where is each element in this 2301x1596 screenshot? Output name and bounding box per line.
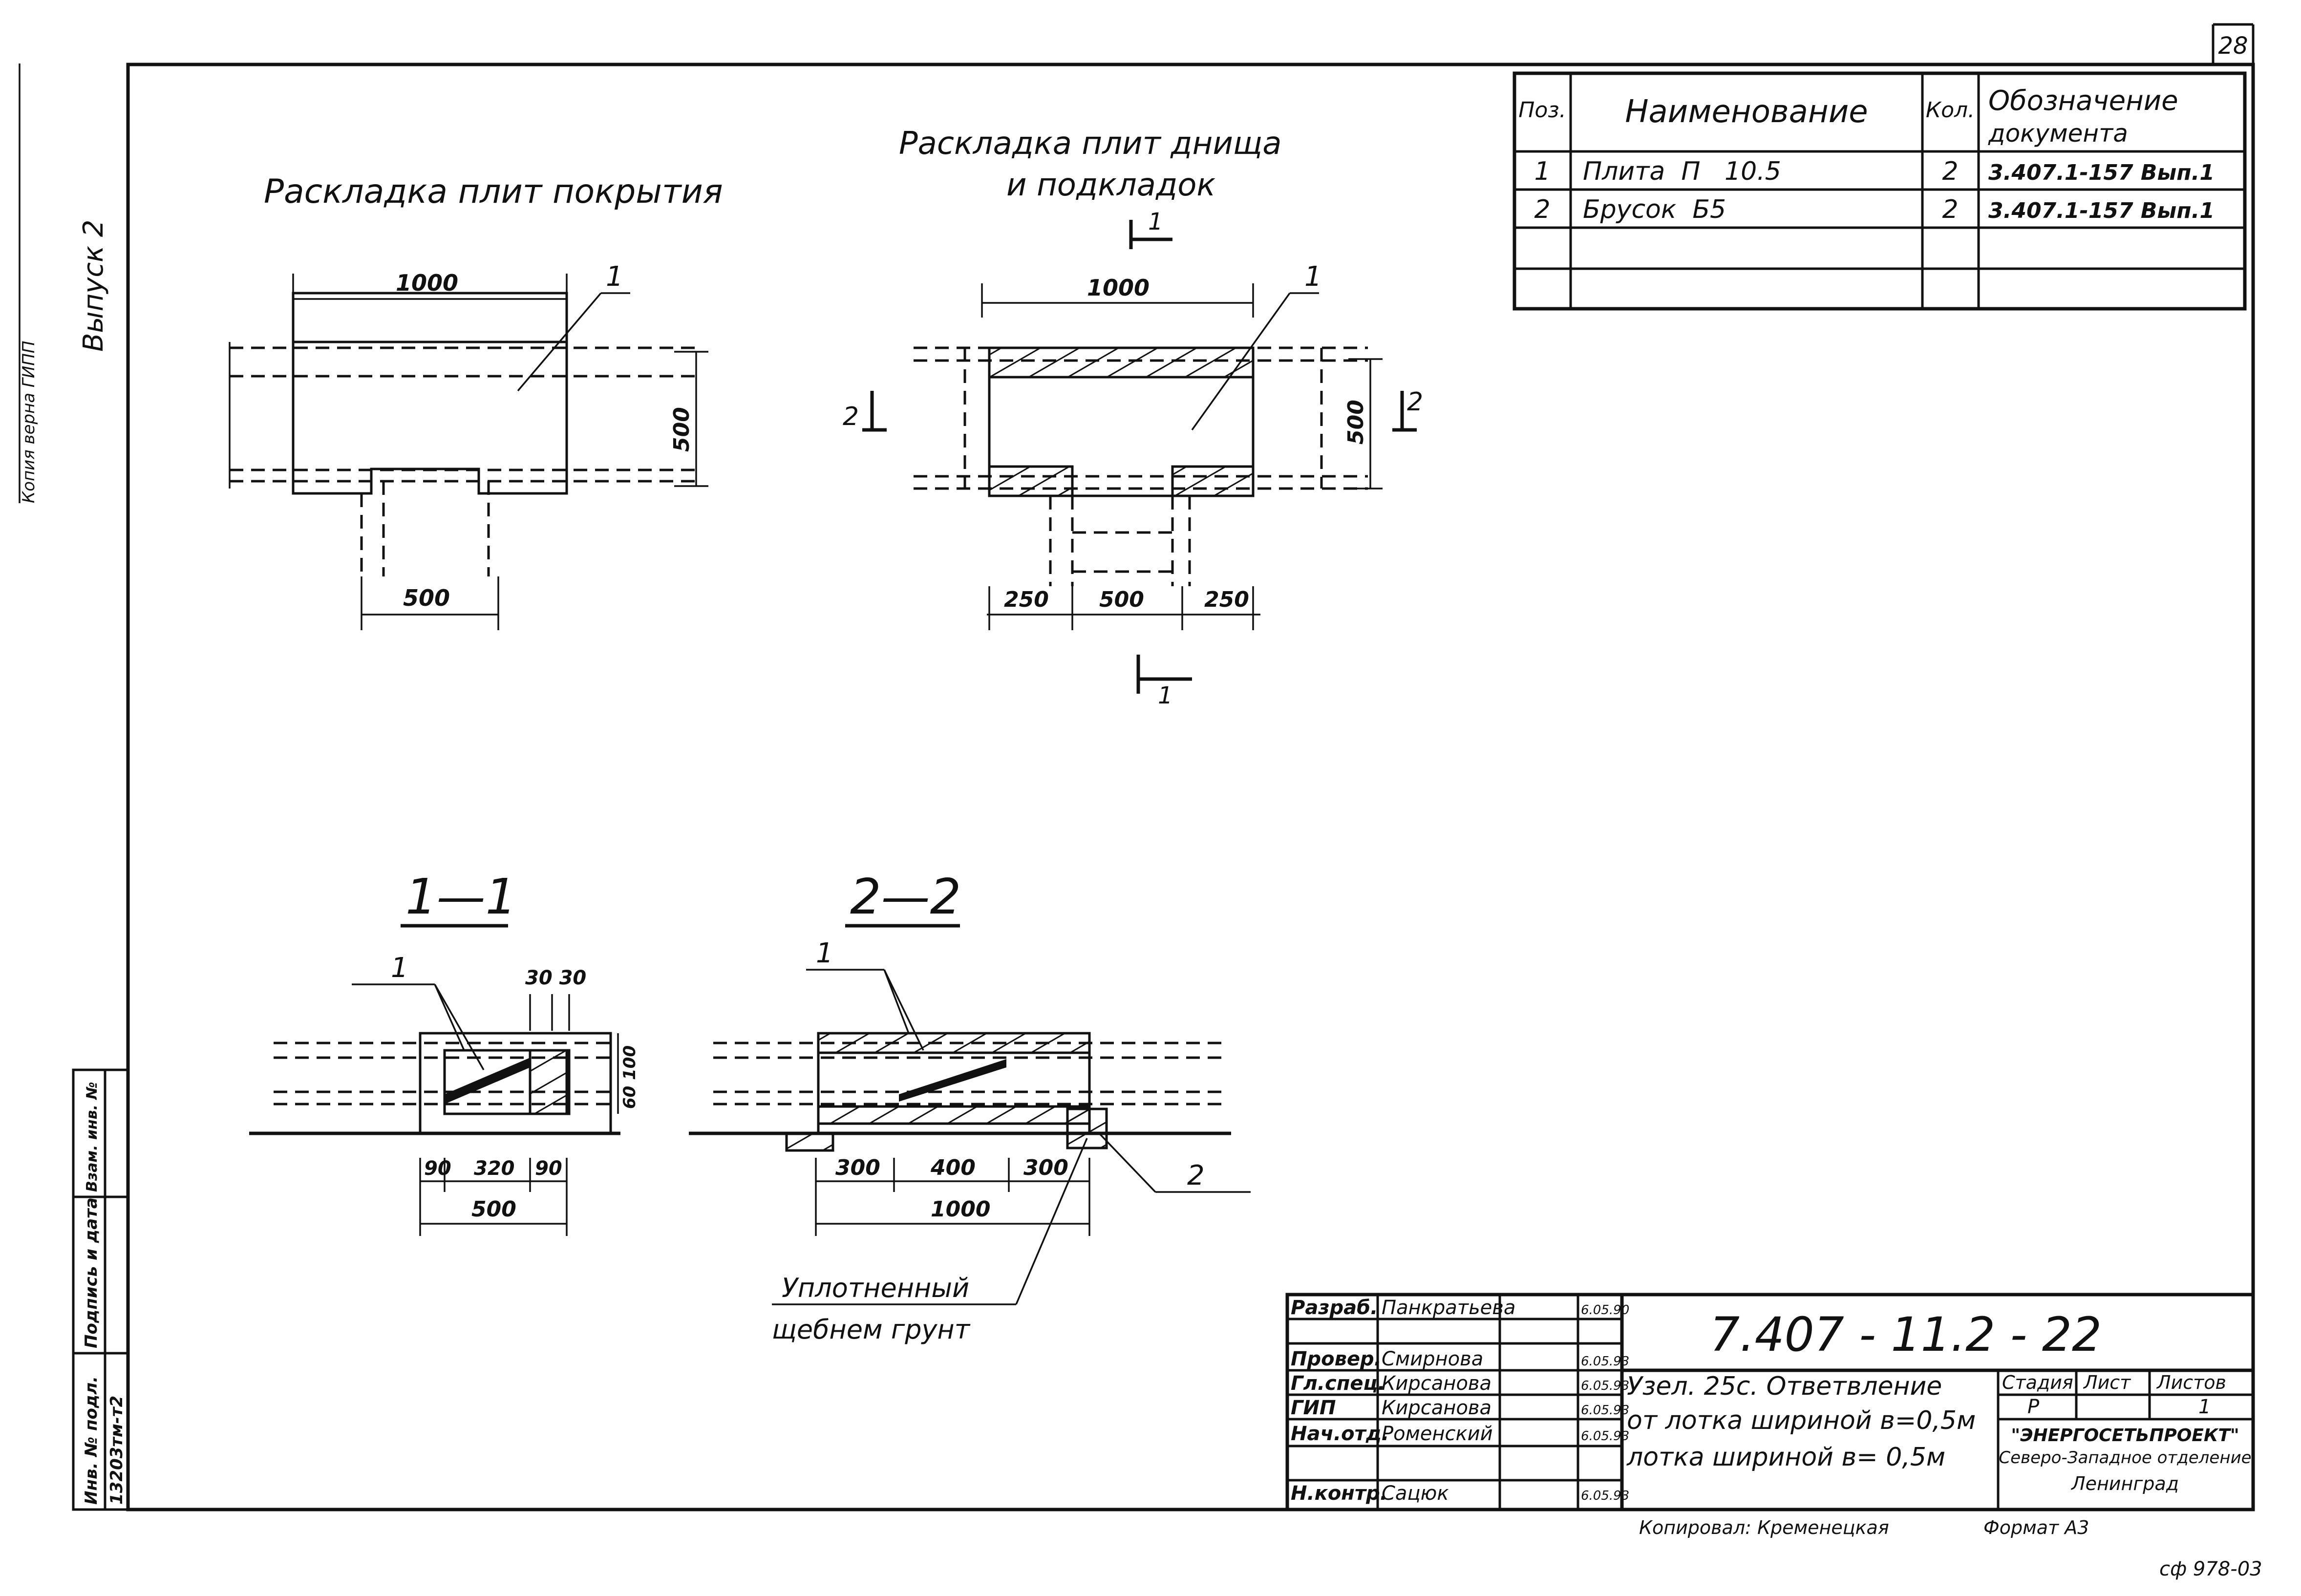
- role-4-name: Кирсанова: [1382, 1397, 1491, 1419]
- table-row-2-doc: 3.407.1-157 Вып.1: [1988, 198, 2215, 223]
- table-row-1-qty: 2: [1942, 157, 1958, 186]
- stage-label: Стадия: [2002, 1372, 2073, 1393]
- section-1-dim-a: 90: [424, 1157, 451, 1180]
- format-label: Формат А3: [1983, 1517, 2089, 1538]
- table-row-2-pos: 2: [1534, 195, 1550, 224]
- section-1-1: 1—1 1 30 30 60 100 90 320: [249, 868, 639, 1236]
- role-2-name: Смирнова: [1382, 1348, 1483, 1370]
- org-line-3: Ленинград: [2070, 1473, 2179, 1494]
- description-1: Узел. 25с. Ответвление: [1627, 1372, 1942, 1401]
- role-3-date: 6.05.93: [1581, 1379, 1629, 1393]
- section-2-title: 2—2: [850, 868, 961, 925]
- section-2-leader-1: 1: [816, 937, 833, 969]
- role-6-name: Сацюк: [1382, 1482, 1449, 1505]
- bottom-cut-2-left: 2: [843, 402, 859, 431]
- role-3-name: Кирсанова: [1382, 1372, 1491, 1395]
- cover-dim-branch: 500: [403, 585, 450, 611]
- col-pos-header: Поз.: [1518, 98, 1566, 123]
- section-1-title: 1—1: [405, 868, 516, 925]
- role-5-name: Роменский: [1382, 1423, 1493, 1445]
- section-2-leader-2: 2: [1187, 1160, 1205, 1192]
- org-line-2: Северо-Западное отделение: [1999, 1448, 2251, 1468]
- table-row-2-name: Брусок Б5: [1583, 195, 1726, 224]
- bottom-dim-height: 500: [1343, 400, 1368, 445]
- copied-by: Копировал: Кременецкая: [1639, 1517, 1889, 1538]
- stage-value: Р: [2027, 1396, 2040, 1418]
- description-3: лотка шириной в= 0,5м: [1626, 1443, 1945, 1472]
- role-5-date: 6.05.93: [1581, 1429, 1629, 1444]
- spec-table: Поз. Наименование Кол. Обозначение докум…: [1513, 71, 2247, 311]
- section-2-dim-b: 400: [930, 1155, 976, 1180]
- corner-code: сф 978-03: [2159, 1558, 2262, 1580]
- role-1-date: 6.05.90: [1581, 1303, 1629, 1318]
- bottom-leader-label: 1: [1304, 261, 1322, 293]
- cover-view-title: Раскладка плит покрытия: [264, 172, 723, 211]
- bottom-cut-1-bottom: 1: [1158, 682, 1173, 709]
- role-5: Нач.отд.: [1291, 1423, 1389, 1445]
- sheets-value: 1: [2198, 1396, 2211, 1418]
- section-1-dim-side: 60 100: [620, 1045, 639, 1109]
- section-1-dim-c: 90: [535, 1157, 562, 1180]
- role-6: Н.контр.: [1291, 1482, 1387, 1505]
- bottom-view-title-2: и подкладок: [1006, 167, 1215, 203]
- section-2-2: 2—2 1 2 300 400 300 1000: [689, 868, 1251, 1345]
- drawing-code: 7.407 - 11.2 - 22: [1710, 1307, 2102, 1362]
- bottom-cut-2-right: 2: [1407, 387, 1423, 417]
- cover-leader-label: 1: [606, 261, 623, 293]
- role-3: Гл.спец.: [1291, 1372, 1385, 1395]
- bottom-dim-right: 250: [1204, 587, 1249, 612]
- table-row-1-doc: 3.407.1-157 Вып.1: [1988, 160, 2215, 185]
- section-2-dim-total: 1000: [931, 1197, 990, 1222]
- title-block: Разраб. Панкратьева 6.05.90 Провер. Смир…: [1285, 1293, 2255, 1511]
- bottom-cut-1-top: 1: [1148, 208, 1163, 235]
- section-1-leader: 1: [391, 952, 408, 984]
- table-row-1-name: Плита П 10.5: [1583, 157, 1781, 186]
- role-2-date: 6.05.93: [1581, 1354, 1629, 1369]
- section-1-dim-b: 320: [474, 1157, 515, 1180]
- description-2: от лотка шириной в=0,5м: [1627, 1406, 1976, 1435]
- field-sign-date: Подпись и дата: [82, 1197, 101, 1348]
- section-2-dim-a: 300: [835, 1155, 880, 1180]
- inv-number: 13203тм-т2: [107, 1396, 127, 1505]
- cover-dim-width: 1000: [396, 270, 458, 296]
- left-margin: Выпуск 2 Копия верна ГИПП Инв. № подл. П…: [19, 64, 129, 1511]
- sheet-number: 28: [2218, 32, 2248, 60]
- role-4-date: 6.05.93: [1581, 1403, 1629, 1418]
- table-row-1-pos: 1: [1534, 157, 1550, 186]
- col-doc-header-1: Обозначение: [1988, 85, 2178, 117]
- col-qty-header: Кол.: [1926, 98, 1975, 123]
- section-1-dim-total: 500: [471, 1197, 516, 1222]
- section-1-dim-top: 30 30: [525, 967, 586, 989]
- section-2-dim-c: 300: [1023, 1155, 1068, 1180]
- sheets-label: Листов: [2156, 1372, 2226, 1393]
- col-doc-header-2: документа: [1988, 119, 2128, 148]
- role-1-name: Панкратьева: [1382, 1297, 1515, 1319]
- section-2-note-1: Уплотненный: [782, 1273, 969, 1303]
- field-replace-inv: Взам. инв. №: [84, 1082, 101, 1192]
- bottom-dim-left: 250: [1004, 587, 1049, 612]
- field-inv-orig: Инв. № подл.: [82, 1376, 101, 1505]
- org-line-1: "ЭНЕРГОСЕТЬПРОЕКТ": [2011, 1426, 2239, 1446]
- issue-label: Выпуск 2: [78, 220, 109, 352]
- role-6-date: 6.05.93: [1581, 1489, 1629, 1503]
- bottom-dim-mid: 500: [1099, 587, 1144, 612]
- role-1: Разраб.: [1291, 1297, 1378, 1319]
- table-row-2-qty: 2: [1942, 195, 1958, 224]
- cover-plates-view: Раскладка плит покрытия 1000 500 500 1: [229, 172, 723, 630]
- cover-dim-height: 500: [669, 407, 694, 452]
- bottom-dim-width: 1000: [1087, 275, 1150, 301]
- role-2: Провер.: [1291, 1348, 1382, 1370]
- bottom-view-title-1: Раскладка плит днища: [899, 126, 1281, 162]
- copy-note: Копия верна ГИПП: [19, 341, 39, 503]
- role-4: ГИП: [1291, 1397, 1336, 1419]
- col-name-header: Наименование: [1625, 94, 1868, 130]
- sheet-label: Лист: [2083, 1372, 2131, 1393]
- section-2-note-2: щебнем грунт: [772, 1314, 971, 1345]
- sheet-frame: [126, 23, 2255, 1511]
- bottom-plates-view: Раскладка плит днища и подкладок 1 1: [843, 126, 1423, 709]
